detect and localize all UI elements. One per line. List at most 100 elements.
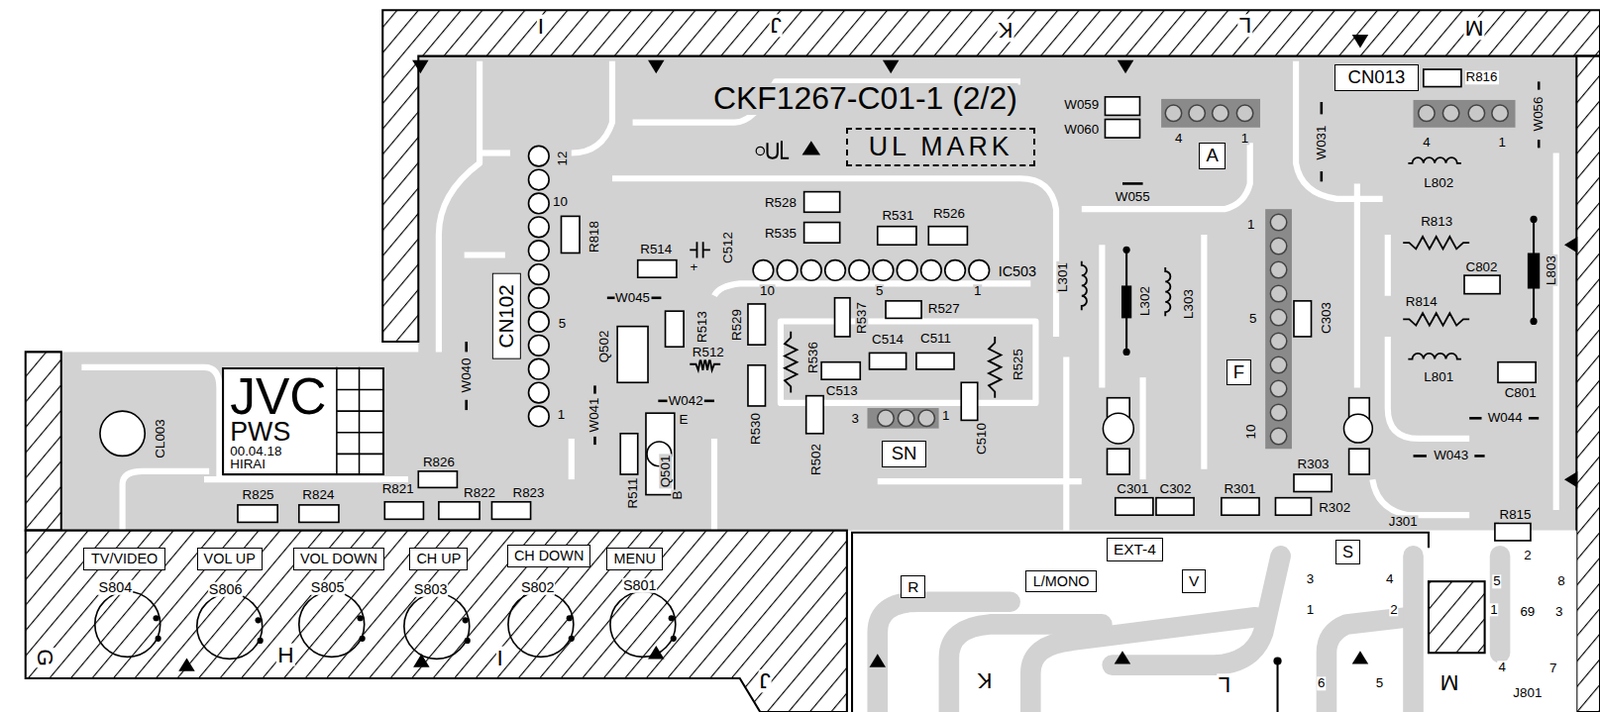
component-footprint bbox=[804, 192, 841, 214]
silkscreen-box: L/MONO bbox=[1025, 570, 1097, 593]
jumper-mark bbox=[1413, 454, 1427, 458]
resistor-symbol bbox=[988, 336, 1001, 399]
connector-pin bbox=[918, 410, 935, 427]
component-footprint bbox=[1293, 301, 1312, 337]
silkscreen-label: 4 bbox=[1173, 131, 1183, 145]
silkscreen-label: R824 bbox=[301, 488, 335, 502]
copper-gap bbox=[204, 476, 409, 483]
component-footprint bbox=[877, 226, 917, 246]
box-label: A bbox=[1205, 146, 1218, 166]
registration-triangle bbox=[413, 653, 429, 667]
connector-pin bbox=[1270, 261, 1286, 278]
connector-pad-strip bbox=[1265, 209, 1292, 449]
silkscreen-label: C513 bbox=[825, 384, 859, 398]
jumper-end bbox=[1529, 318, 1537, 325]
connector-pin bbox=[1270, 237, 1286, 254]
jumper-mark bbox=[1320, 102, 1324, 114]
silkscreen-label: + bbox=[688, 260, 699, 274]
jumper-end bbox=[1122, 348, 1130, 356]
silkscreen-label: 5 bbox=[1375, 676, 1385, 690]
connector-pin bbox=[529, 240, 550, 262]
component-footprint bbox=[1293, 474, 1332, 493]
ic-pin bbox=[825, 260, 847, 282]
component-footprint bbox=[806, 396, 825, 434]
switch-outline bbox=[299, 591, 365, 657]
component-footprint bbox=[928, 226, 967, 246]
connector-pin bbox=[1270, 356, 1286, 373]
box-label: EXT-4 bbox=[1113, 541, 1157, 557]
copper-gap bbox=[1357, 183, 1470, 516]
jumper-mark bbox=[593, 436, 597, 445]
ic-pin bbox=[752, 260, 774, 282]
silkscreen-label: 1 bbox=[1305, 603, 1315, 617]
silkscreen-label: 4 bbox=[1421, 136, 1431, 150]
silkscreen-label: W044 bbox=[1487, 412, 1524, 426]
box-label: MENU bbox=[613, 551, 655, 566]
silkscreen-label: 2 bbox=[1522, 549, 1532, 563]
connector-pin bbox=[1270, 404, 1286, 421]
silkscreen-label: R530 bbox=[749, 412, 763, 446]
silkscreen-label: 1 bbox=[1496, 136, 1506, 150]
silkscreen-label: R531 bbox=[880, 210, 915, 223]
silkscreen-label: R823 bbox=[512, 486, 546, 500]
silkscreen-label: L bbox=[1237, 13, 1253, 37]
silkscreen-label: G bbox=[34, 648, 58, 669]
connector-pin bbox=[1270, 332, 1286, 349]
inductor-symbol bbox=[1407, 353, 1462, 360]
silkscreen-label: C802 bbox=[1465, 260, 1499, 274]
resistor-symbol bbox=[1402, 236, 1470, 249]
connector-pin bbox=[529, 406, 550, 427]
switch-lead bbox=[670, 636, 677, 642]
capacitor-symbol bbox=[689, 241, 711, 258]
component-footprint bbox=[384, 502, 424, 521]
silkscreen-label: R514 bbox=[639, 243, 673, 257]
silkscreen-label: C301 bbox=[1115, 483, 1150, 497]
inductor-symbol bbox=[1165, 267, 1171, 317]
silkscreen-label: H bbox=[276, 643, 295, 667]
silkscreen-label: S803 bbox=[413, 582, 449, 597]
silkscreen-label: W031 bbox=[1314, 124, 1328, 162]
component-footprint bbox=[885, 301, 922, 320]
switch-outline bbox=[508, 591, 574, 657]
component-footprint bbox=[835, 298, 851, 337]
registration-triangle bbox=[647, 60, 664, 74]
component-footprint bbox=[438, 502, 480, 521]
silkscreen-box: S bbox=[1335, 539, 1361, 564]
silkscreen-label: J bbox=[768, 13, 782, 37]
silkscreen-box: V bbox=[1181, 569, 1206, 593]
silkscreen-label: R826 bbox=[422, 455, 456, 469]
silkscreen-label: Q502 bbox=[597, 329, 611, 365]
marking-area: UL MARK bbox=[846, 127, 1036, 167]
copper-gap bbox=[1098, 244, 1105, 388]
registration-triangle bbox=[1117, 60, 1134, 74]
silkscreen-label: W060 bbox=[1063, 122, 1100, 136]
silkscreen-label: R535 bbox=[763, 226, 798, 240]
registered-mark bbox=[755, 146, 764, 155]
switch-outline bbox=[404, 594, 470, 660]
silkscreen-label: 3 bbox=[1305, 572, 1315, 586]
component-footprint bbox=[1497, 362, 1536, 384]
board-margin-hatch bbox=[25, 531, 848, 712]
connector-pin bbox=[1270, 427, 1286, 444]
copper-gap bbox=[1139, 377, 1146, 480]
component-footprint bbox=[1221, 498, 1260, 517]
component-footprint bbox=[1104, 119, 1140, 139]
component-footprint bbox=[1349, 448, 1371, 475]
copper-gap bbox=[464, 251, 506, 258]
silkscreen-label: K bbox=[975, 670, 993, 694]
connector-pin bbox=[1270, 309, 1286, 325]
component-footprint bbox=[638, 260, 677, 279]
jumper-body bbox=[1527, 252, 1540, 289]
connector-pin bbox=[1270, 380, 1286, 397]
silkscreen-label: S801 bbox=[622, 578, 658, 593]
connector-pin bbox=[529, 193, 550, 214]
silkscreen-label: Q501 bbox=[658, 454, 672, 490]
silkscreen-label: C303 bbox=[1319, 301, 1333, 335]
component-footprint bbox=[1423, 69, 1462, 88]
silkscreen-label: 1 bbox=[1489, 603, 1498, 617]
component-footprint bbox=[1104, 97, 1140, 116]
silkscreen-box: SN bbox=[881, 440, 926, 468]
silkscreen-label: 1 bbox=[941, 410, 951, 424]
copper-gap bbox=[438, 61, 480, 353]
silkscreen-label: 3 bbox=[850, 413, 859, 427]
